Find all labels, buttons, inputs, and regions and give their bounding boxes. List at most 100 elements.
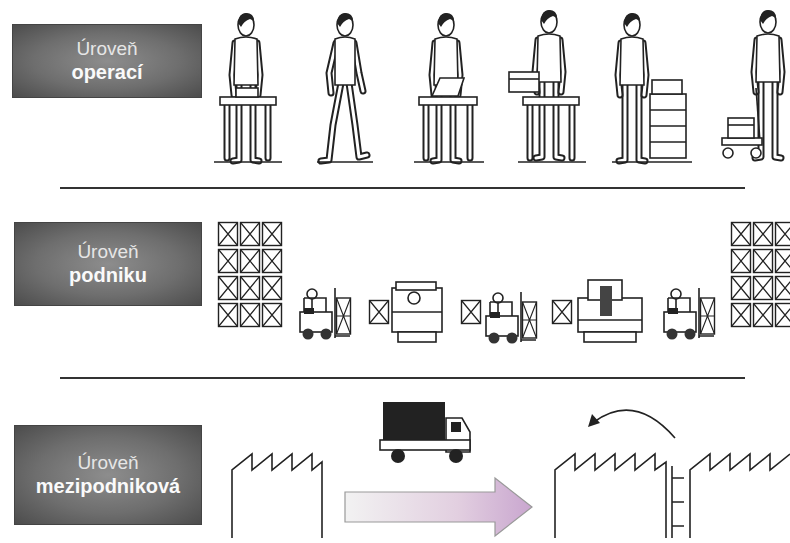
material-flow-row-part	[462, 301, 481, 324]
workers-row-part	[214, 88, 282, 162]
supply-chain-row-part	[232, 454, 322, 538]
material-flow-row-part	[732, 223, 751, 246]
material-flow-row-part-part	[408, 292, 420, 304]
level-name: podniku	[69, 263, 147, 287]
workers-row-part-part	[612, 161, 692, 163]
material-flow-row-part	[754, 277, 773, 300]
workers-row-part-part	[220, 97, 276, 105]
workers-row-part-part	[652, 80, 682, 94]
material-flow-row-part	[241, 223, 260, 246]
supply-chain-row-part	[594, 410, 675, 438]
workers-row-part-part	[728, 124, 754, 126]
workers-row	[214, 10, 782, 162]
material-flow-row-part	[664, 288, 715, 340]
material-flow-row-part	[263, 250, 282, 273]
material-flow-row-part	[486, 292, 537, 344]
workers-row-part-part	[335, 37, 355, 85]
workers-row-part-part	[523, 97, 579, 105]
workers-row-part	[317, 13, 373, 162]
material-flow-row-part	[263, 304, 282, 327]
supply-chain-row-part	[555, 454, 666, 538]
material-flow-row-part	[578, 280, 642, 342]
material-flow-row-part	[300, 288, 351, 340]
workers-row-part-part	[509, 78, 539, 80]
workers-row-part-part	[337, 14, 353, 36]
material-flow-row-part	[732, 304, 751, 327]
material-flow-row-part	[263, 223, 282, 246]
workers-row-part-part	[530, 104, 572, 158]
material-flow-row-part	[370, 301, 389, 324]
workers-row-part-part	[337, 13, 353, 27]
material-flow-row-part	[754, 223, 773, 246]
supply-chain-row-part	[345, 478, 532, 536]
level-word: Úroveň	[76, 38, 137, 61]
material-flow-row-part	[263, 277, 282, 300]
supply-chain-row-part-part	[449, 449, 463, 463]
workers-row-part	[618, 13, 646, 161]
separator-line	[60, 187, 745, 189]
workers-row-part-part	[650, 110, 686, 142]
level-box: Úroveňoperací	[12, 24, 202, 98]
workers-row-part	[509, 72, 586, 162]
material-flow-row-part-part	[392, 311, 442, 313]
material-flow-row-part	[392, 282, 442, 342]
material-flow-row-part	[219, 304, 238, 327]
material-flow-row-part	[776, 223, 790, 246]
material-flow-row-part	[754, 304, 773, 327]
workers-row-part	[722, 88, 762, 158]
supply-chain-row-part	[672, 466, 684, 538]
supply-chain-row-part	[690, 454, 790, 538]
workers-row-part-part	[214, 161, 282, 163]
workers-row-part	[232, 13, 260, 161]
material-flow-row-part	[219, 223, 238, 246]
workers-row-part-part	[432, 78, 464, 96]
supply-chain-row-part-part	[383, 402, 445, 440]
material-flow-row-part	[776, 304, 790, 327]
material-flow-row-part	[219, 277, 238, 300]
level-name: operací	[71, 60, 142, 84]
supply-chain-row-part-part	[391, 449, 405, 463]
workers-row-part-part	[227, 104, 268, 158]
material-flow-row	[219, 223, 790, 344]
level-word: Úroveň	[77, 452, 138, 475]
material-flow-row-part-part	[584, 332, 636, 342]
workers-row-part-part	[650, 94, 686, 158]
workers-row-part-part	[236, 88, 258, 97]
workers-row-part-part	[426, 104, 470, 158]
material-flow-row-part	[241, 250, 260, 273]
level-word: Úroveň	[77, 241, 138, 264]
material-flow-row-part	[776, 250, 790, 273]
workers-row-part-part	[321, 83, 367, 161]
material-flow-row-part	[553, 301, 572, 324]
supply-chain-row-part	[588, 414, 600, 427]
level-name: mezipodniková	[36, 474, 180, 498]
material-flow-row-part	[241, 277, 260, 300]
supply-chain-row-part-part	[380, 440, 470, 450]
supply-chain-row-part	[380, 402, 470, 463]
workers-row-part-part	[751, 148, 761, 158]
workers-row-part-part	[419, 97, 477, 105]
workers-row-part-part	[756, 88, 760, 142]
material-flow-row-part	[776, 277, 790, 300]
supply-chain-row-part-part	[451, 422, 461, 432]
separator-line	[60, 377, 745, 379]
workers-row-part-part	[317, 161, 373, 163]
material-flow-row-part-part	[398, 332, 436, 342]
workers-row-part	[414, 78, 484, 162]
workers-row-part-part	[227, 104, 268, 158]
workers-row-part-part	[722, 138, 762, 145]
material-flow-row-part	[754, 250, 773, 273]
material-flow-row-part-part	[396, 282, 436, 290]
workers-row-part-part	[518, 161, 586, 163]
level-box: Úroveňpodniku	[14, 222, 202, 306]
supply-chain-row	[232, 402, 790, 538]
material-flow-row-part	[732, 277, 751, 300]
material-flow-row-part-part	[578, 319, 642, 321]
material-flow-row-part	[241, 304, 260, 327]
level-box: Úroveňmezipodniková	[14, 425, 202, 525]
workers-row-part-part	[509, 72, 539, 92]
material-flow-row-part	[219, 250, 238, 273]
workers-row-part-part	[728, 118, 754, 138]
workers-row-part-part	[321, 83, 367, 161]
workers-row-part-part	[530, 104, 572, 158]
